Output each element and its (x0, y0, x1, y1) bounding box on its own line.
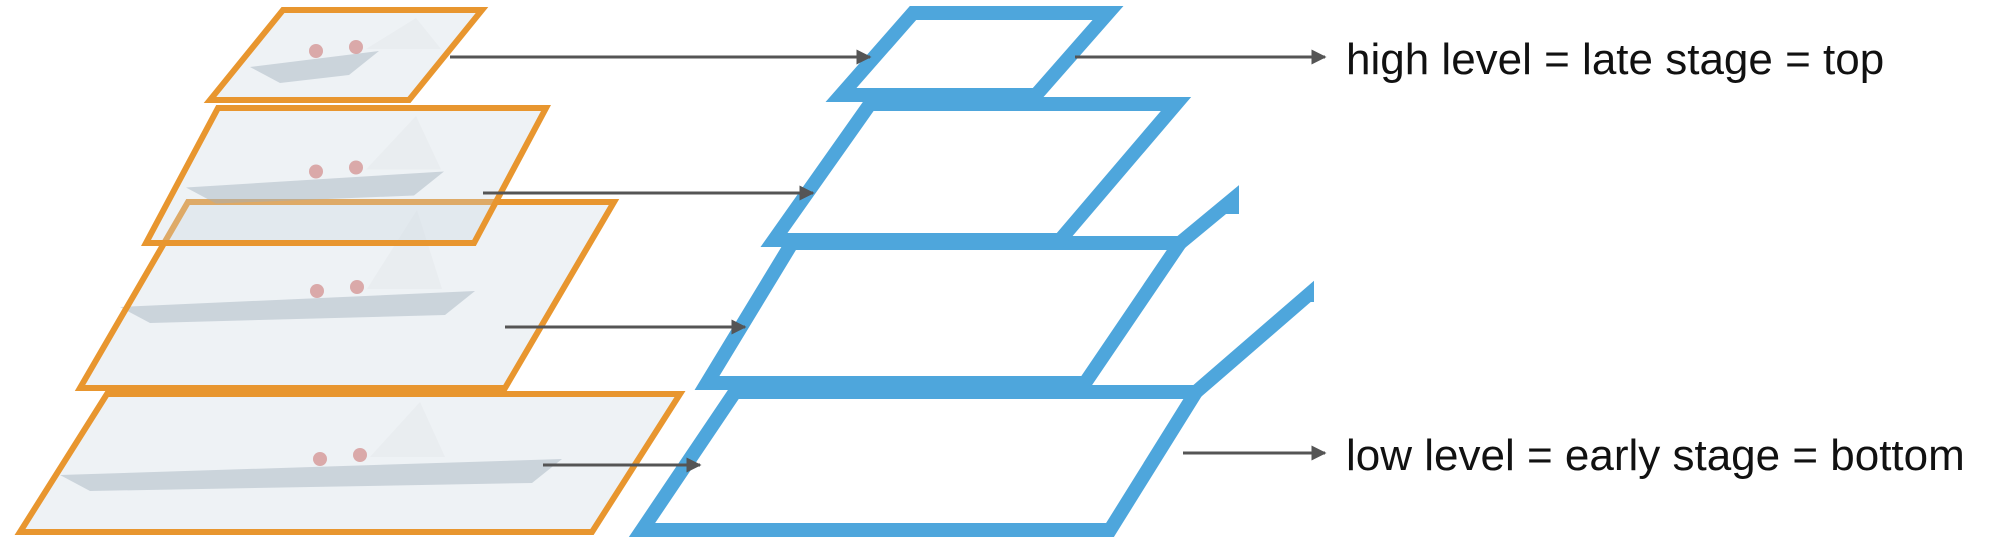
sailor (353, 448, 367, 462)
bottom-level-label: low level = early stage = bottom (1346, 431, 1965, 480)
boat-sail (367, 210, 442, 289)
boat-sail (370, 402, 445, 457)
image-fill (146, 108, 546, 243)
boat-hull (250, 51, 379, 83)
feature-level-3 (825, 5, 1124, 102)
feature-level-1 (694, 236, 1194, 390)
image-border (14, 391, 686, 535)
feature-back-edge (1191, 280, 1314, 398)
boat-hull (120, 291, 475, 323)
feature-level-0 (628, 385, 1209, 537)
top-level-label: high level = late stage = top (1346, 35, 1885, 84)
sailor (349, 160, 363, 175)
image-border (203, 7, 489, 103)
image-level-3 (203, 7, 489, 103)
image-level-0 (14, 391, 686, 535)
sailor (309, 164, 323, 179)
image-level-2 (141, 105, 551, 246)
sailor (310, 284, 324, 298)
sailor (309, 44, 323, 58)
feature-level-2 (760, 97, 1192, 247)
image-fill (20, 394, 680, 532)
sailor (349, 40, 363, 54)
boat-sail (366, 18, 441, 49)
image-border (141, 105, 551, 246)
boat-hull (60, 459, 562, 491)
image-fill (210, 10, 482, 100)
boat-sail (366, 116, 441, 170)
image-border (74, 199, 620, 391)
sailor (350, 280, 364, 294)
boat-hull (186, 171, 444, 204)
feature-back-edge (1175, 185, 1239, 249)
arrows (450, 49, 1327, 473)
feature-pyramid (628, 5, 1314, 537)
image-pyramid (14, 7, 686, 535)
sailor (313, 452, 327, 466)
image-level-1 (74, 199, 620, 391)
image-fill (80, 202, 614, 388)
